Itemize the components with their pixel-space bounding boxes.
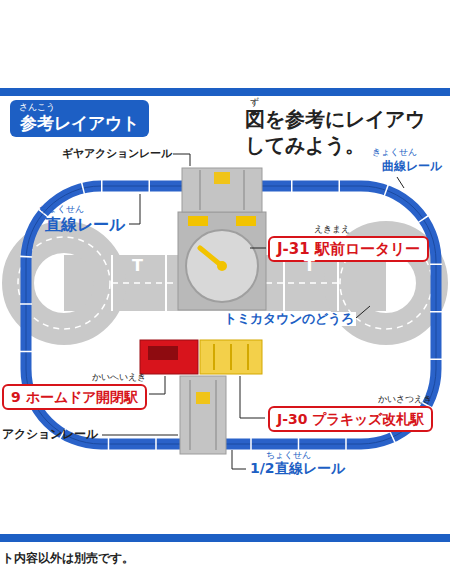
rotary-hub <box>217 261 227 271</box>
gate <box>230 344 232 370</box>
frame <box>0 92 450 538</box>
road-center-line <box>112 282 178 284</box>
leader-line <box>232 450 246 469</box>
part-name: 曲線レール <box>382 160 442 173</box>
ruby-reading: きょくせん <box>372 148 417 158</box>
gear-part <box>214 172 230 184</box>
leader-line <box>356 306 370 318</box>
label-text: 9 ホームドア開閉駅 <box>11 388 138 406</box>
instruction-text: してみよう。 <box>245 134 365 156</box>
leader-line <box>129 194 140 224</box>
gate <box>213 344 215 370</box>
station-roof <box>148 346 178 360</box>
ruby-reading: さんこう <box>19 102 55 112</box>
leader-line <box>240 376 265 418</box>
rotary-part <box>188 216 208 226</box>
ruby-reading: えきまえ <box>314 224 350 234</box>
leader-line <box>397 177 404 188</box>
part-name: ギヤアクションレール <box>62 148 172 160</box>
rotary-part <box>236 216 256 226</box>
gear-part <box>196 392 210 404</box>
title-box: さんこう参考レイアウト <box>10 100 149 137</box>
rail-line <box>189 380 191 450</box>
ruby-reading: かいさつえき <box>378 394 432 404</box>
rail-line <box>243 170 245 210</box>
part-name: トミカタウンのどうろ <box>222 312 356 326</box>
gate <box>247 344 249 370</box>
gear-action-rail <box>182 168 262 212</box>
label-text: J-30 プラキッズ改札駅 <box>277 410 424 428</box>
product-label: えきまえJ-31 駅前ロータリー <box>268 236 429 262</box>
road-joint <box>111 255 113 311</box>
leader-line <box>102 435 178 436</box>
road-joint <box>283 255 285 311</box>
rotary-base <box>178 212 266 310</box>
part-name: アクションレール <box>2 428 98 441</box>
leader-line <box>250 248 266 249</box>
ruby-reading: かいへいえき <box>92 372 146 382</box>
product-label: かいへいえき9 ホームドア開閉駅 <box>2 384 147 410</box>
product-label: かいさつえきJ-30 プラキッズ改札駅 <box>268 406 433 432</box>
road-center-line <box>266 282 338 284</box>
instruction-text: 図を参考にレイアウ <box>245 108 425 130</box>
ruby-reading: ちょくせん <box>266 451 311 461</box>
rotary-turntable <box>186 230 258 302</box>
ruby-reading: ちょくせん <box>39 205 84 215</box>
road-mark: T <box>132 257 143 275</box>
road-mark: T <box>304 257 315 275</box>
rail-line <box>215 380 217 450</box>
road-joint <box>165 255 167 311</box>
part-name: 1/2直線レール <box>250 461 345 476</box>
road-joint <box>337 255 339 311</box>
gear-action-rail <box>180 376 226 454</box>
footnote: ト内容以外は別売です。 <box>2 552 134 565</box>
rail-line <box>199 170 201 210</box>
part-name: 直線レール <box>45 216 125 234</box>
leader-line <box>173 154 190 166</box>
home-door-station <box>140 340 198 374</box>
label-text: 参考レイアウト <box>20 113 139 133</box>
ticket-gate-station <box>200 340 262 374</box>
leader-line <box>149 376 165 394</box>
ruby-reading: ず <box>250 98 259 108</box>
label-text: J-31 駅前ロータリー <box>277 240 420 258</box>
